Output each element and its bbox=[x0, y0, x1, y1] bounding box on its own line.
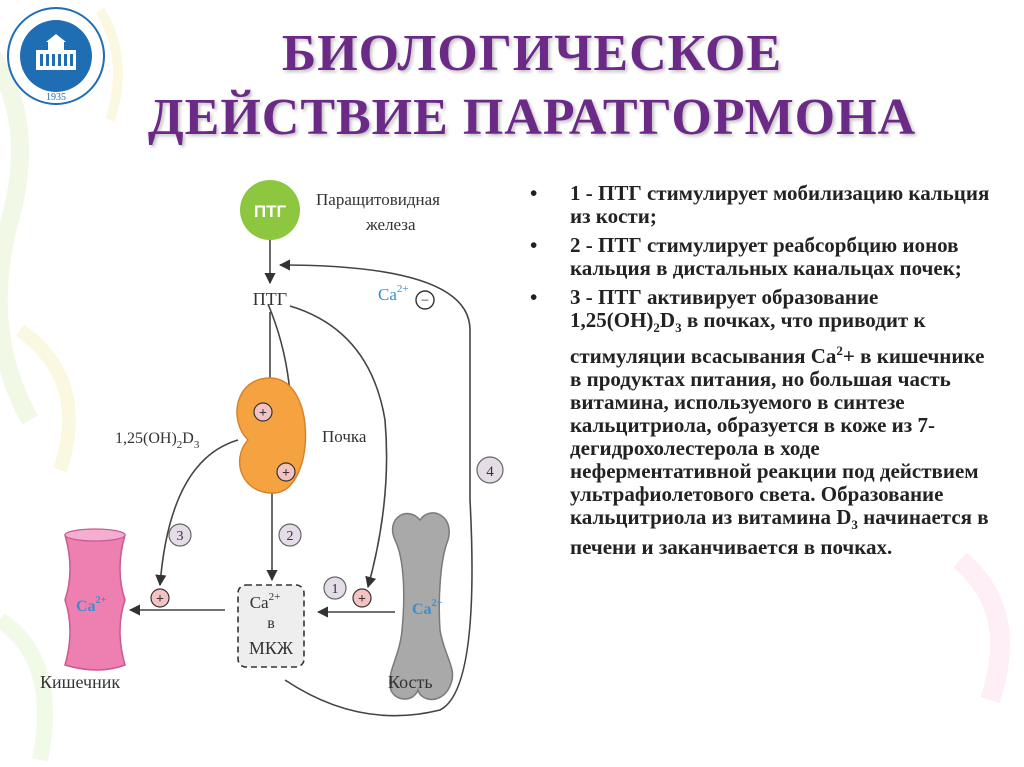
arrow-feedback-loop bbox=[278, 259, 473, 717]
bullet-text-1: 1 - ПТГ стимулирует мобилизацию кальция … bbox=[570, 181, 990, 228]
bullet-item-2: • 2 - ПТГ стимулирует реабсорбцию ионов … bbox=[530, 234, 990, 280]
bone-plus-marker bbox=[352, 588, 372, 608]
intestine-label: Кишечник bbox=[40, 672, 120, 692]
pathway-number-3: 3 bbox=[177, 529, 184, 544]
bullet-item-1: • 1 - ПТГ стимулирует мобилизацию кальци… bbox=[530, 182, 990, 228]
bone-ca-label: Ca2+ bbox=[412, 598, 443, 618]
bone-icon bbox=[389, 512, 454, 701]
pathway-number-2: 2 bbox=[287, 529, 294, 544]
kidney-label: Почка bbox=[322, 427, 367, 446]
intestine-ca-label: Ca2+ bbox=[76, 595, 107, 615]
ecf-v-label: в bbox=[267, 615, 275, 632]
kidney-plus-sign-2: + bbox=[282, 466, 290, 481]
ptg-label: ПТГ bbox=[253, 289, 287, 309]
bone-label: Кость bbox=[388, 672, 433, 692]
parathyroid-gland-icon bbox=[240, 180, 300, 240]
title-line-1: БИОЛОГИЧЕСКОЕ bbox=[281, 25, 783, 82]
bullet-item-3: • 3 - ПТГ активирует образование 1,25(OH… bbox=[530, 286, 990, 559]
bone-plus-sign: + bbox=[358, 592, 366, 607]
bullet-list: • 1 - ПТГ стимулирует мобилизацию кальци… bbox=[530, 182, 990, 565]
bullet-marker: • bbox=[530, 181, 538, 205]
logo-year: 1935 bbox=[46, 92, 66, 103]
intestine-plus-marker bbox=[150, 588, 170, 608]
ecf-ca-label: Ca2+ bbox=[250, 591, 281, 612]
feedback-ca-label: Ca2+ bbox=[378, 283, 409, 304]
bullet-text-2: 2 - ПТГ стимулирует реабсорбцию ионов ка… bbox=[570, 233, 962, 280]
gland-label-line2: железа bbox=[365, 215, 416, 234]
inhibit-sign: − bbox=[421, 293, 429, 309]
extracellular-fluid-box bbox=[237, 584, 305, 668]
inhibit-marker bbox=[415, 290, 435, 310]
bullet-marker: • bbox=[530, 233, 538, 257]
kidney-icon bbox=[236, 377, 307, 494]
kidney-plus-marker-1 bbox=[253, 402, 273, 422]
pathway-number-1-marker bbox=[323, 576, 347, 600]
pathway-number-1: 1 bbox=[332, 582, 339, 597]
bullet-marker: • bbox=[530, 285, 538, 309]
pathway-number-3-marker bbox=[168, 523, 192, 547]
bullet-text-3: 3 - ПТГ активирует образование 1,25(OH)2… bbox=[570, 285, 989, 560]
arrow-ptg-to-bone-pathway bbox=[289, 305, 388, 589]
gland-ptg-label: ПТГ bbox=[254, 202, 287, 221]
title-line-2: ДЕЙСТВИЕ ПАРАТГОРМОНА bbox=[147, 89, 917, 146]
gland-label-line1: Паращитовидная bbox=[316, 190, 440, 209]
intestine-plus-sign: + bbox=[156, 592, 164, 607]
intestine-opening bbox=[64, 528, 126, 542]
ecf-mkzh-label: МКЖ bbox=[249, 638, 294, 658]
pathway-number-4-marker bbox=[476, 456, 504, 484]
calcitriol-label: 1,25(OH)2D3 bbox=[115, 430, 200, 451]
university-logo: 1935 bbox=[7, 7, 105, 105]
pathway-number-4: 4 bbox=[486, 464, 494, 480]
kidney-plus-sign-1: + bbox=[259, 406, 267, 421]
arrow-calcitriol-to-intestine bbox=[155, 439, 239, 587]
pathway-number-2-marker bbox=[278, 523, 302, 547]
kidney-plus-marker-2 bbox=[276, 462, 296, 482]
